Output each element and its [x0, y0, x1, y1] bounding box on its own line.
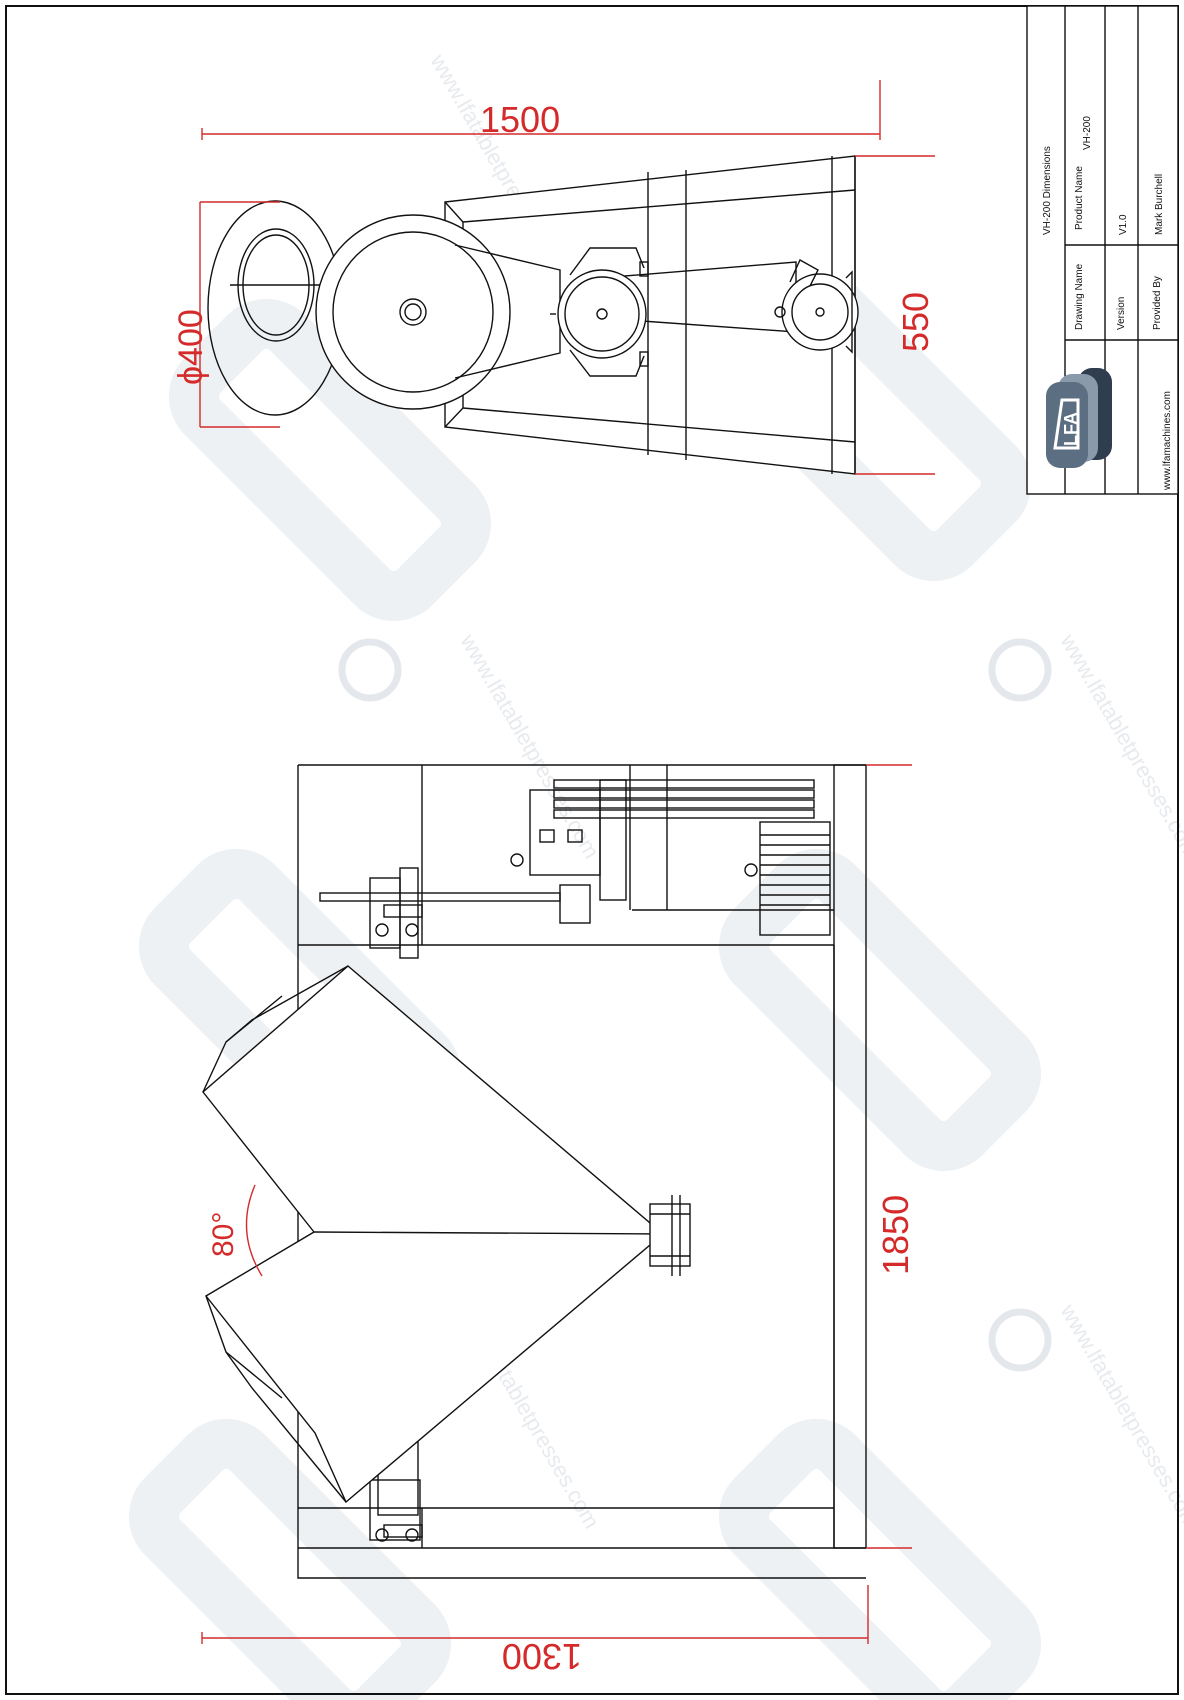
dimensions: 1500 ϕ400 550 1850 1300 80° — [172, 80, 936, 1677]
dim-angle-80: 80° — [207, 1212, 240, 1257]
label-provided-by: Provided By — [1152, 276, 1163, 330]
website-text: www.lfamachines.com — [1162, 391, 1173, 491]
copyright-icon — [988, 638, 1052, 702]
watermark-logo-bottom-right — [718, 1418, 1042, 1700]
drum-inner — [332, 231, 494, 393]
angle-arc — [245, 1184, 263, 1277]
dim-1500: 1500 — [480, 99, 560, 140]
motor — [759, 821, 831, 936]
value-version: V1.0 — [1118, 214, 1129, 235]
copyright-icon — [988, 1308, 1052, 1372]
top-view — [207, 155, 859, 475]
watermark-logo-bottom-left — [128, 1418, 452, 1700]
value-provided-by: Mark Burchell — [1154, 174, 1165, 235]
side-view — [202, 764, 867, 1579]
lfa-logo-icon: LFA — [1046, 368, 1112, 468]
drum-outer — [315, 214, 511, 410]
label-product-name: Product Name — [1074, 166, 1085, 230]
label-version: Version — [1116, 297, 1127, 330]
svg-text:LFA: LFA — [1061, 412, 1081, 446]
title-block: LFA www.lfamachines.com Drawing Name Pro… — [1026, 5, 1179, 495]
dim-phi-400: ϕ400 — [172, 309, 210, 385]
watermark-logo-mid-right — [718, 848, 1042, 1172]
v-vessel — [202, 965, 665, 1504]
dim-1850: 1850 — [875, 1195, 916, 1275]
dim-550: 550 — [895, 292, 936, 352]
label-drawing-name: Drawing Name — [1074, 263, 1085, 330]
copyright-icon — [338, 638, 402, 702]
watermark-text: www.lfatabletpresses.com — [1055, 629, 1184, 863]
drawing-border — [5, 5, 1179, 1695]
value-drawing-name: VH-200 Dimensions — [1042, 146, 1053, 235]
watermark-logo-top-left — [168, 298, 492, 622]
watermark-text: www.lfatabletpresses.com — [1055, 1299, 1184, 1533]
dim-1300: 1300 — [502, 1636, 582, 1677]
value-product-name: VH-200 — [1082, 116, 1093, 150]
